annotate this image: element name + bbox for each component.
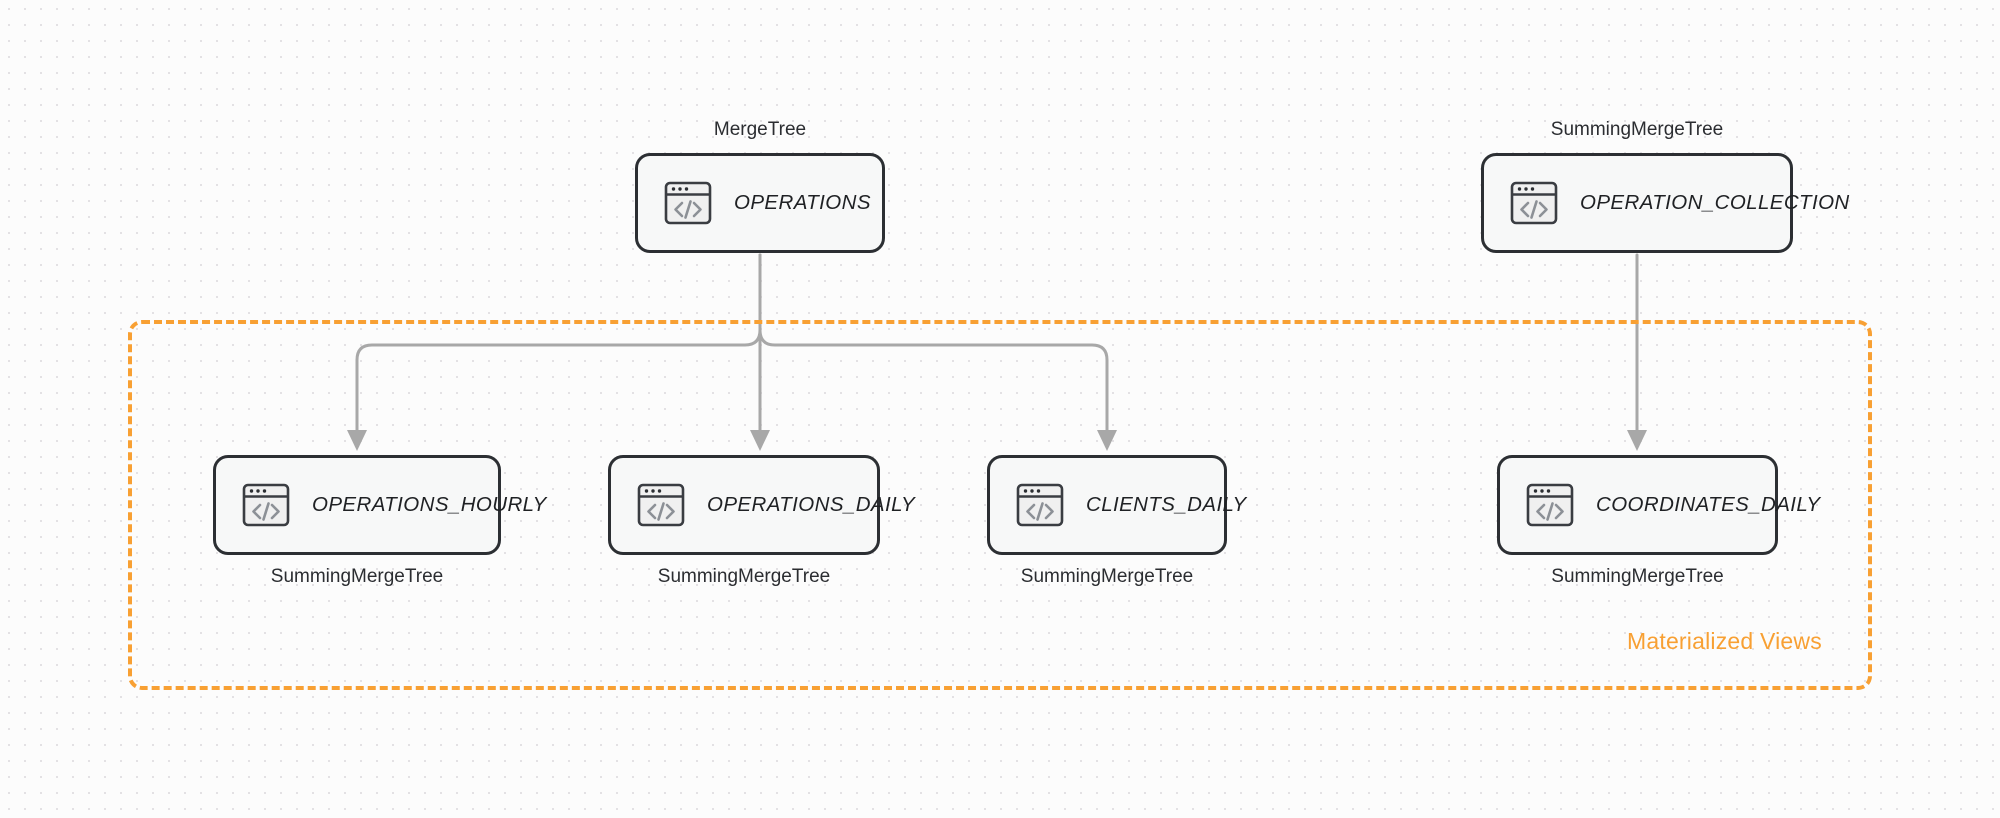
code-window-icon bbox=[1510, 181, 1558, 225]
node-engine-label-operations: MergeTree bbox=[713, 119, 807, 140]
node-engine-label-coordinates_daily: SummingMergeTree bbox=[1551, 566, 1724, 587]
node-box-operations_hourly[interactable]: OPERATIONS_HOURLY bbox=[213, 455, 546, 555]
node-title-clients_daily: CLIENTS_DAILY bbox=[1086, 493, 1247, 516]
code-window-icon bbox=[1016, 483, 1064, 527]
node-title-operations: OPERATIONS bbox=[734, 191, 871, 214]
code-window-icon bbox=[242, 483, 290, 527]
code-window-icon bbox=[664, 181, 712, 225]
node-engine-label-operations_daily: SummingMergeTree bbox=[657, 566, 831, 587]
node-operations_hourly[interactable]: OPERATIONS_HOURLY SummingMergeTree bbox=[213, 455, 546, 587]
node-title-coordinates_daily: COORDINATES_DAILY bbox=[1596, 493, 1821, 516]
node-title-operation_collection: OPERATION_COLLECTION bbox=[1580, 191, 1850, 214]
node-box-coordinates_daily[interactable]: COORDINATES_DAILY bbox=[1497, 455, 1820, 555]
node-engine-label-operation_collection: SummingMergeTree bbox=[1550, 119, 1724, 140]
node-box-operations[interactable]: OPERATIONS bbox=[635, 153, 885, 253]
node-engine-label-operations_hourly: SummingMergeTree bbox=[270, 566, 444, 587]
node-coordinates_daily[interactable]: COORDINATES_DAILY SummingMergeTree bbox=[1497, 455, 1820, 587]
code-window-icon bbox=[1526, 483, 1574, 527]
node-title-operations_daily: OPERATIONS_DAILY bbox=[707, 493, 916, 516]
node-box-operation_collection[interactable]: OPERATION_COLLECTION bbox=[1481, 153, 1849, 253]
node-operations[interactable]: OPERATIONS MergeTree bbox=[635, 119, 885, 253]
node-clients_daily[interactable]: CLIENTS_DAILY SummingMergeTree bbox=[987, 455, 1246, 587]
node-operations_daily[interactable]: OPERATIONS_DAILY SummingMergeTree bbox=[608, 455, 915, 587]
node-box-clients_daily[interactable]: CLIENTS_DAILY bbox=[987, 455, 1246, 555]
node-operation_collection[interactable]: OPERATION_COLLECTION SummingMergeTree bbox=[1481, 119, 1849, 253]
node-title-operations_hourly: OPERATIONS_HOURLY bbox=[312, 493, 547, 516]
node-engine-label-clients_daily: SummingMergeTree bbox=[1020, 566, 1194, 587]
materialized-views-label: Materialized Views bbox=[1627, 628, 1822, 654]
code-window-icon bbox=[637, 483, 685, 527]
node-box-operations_daily[interactable]: OPERATIONS_DAILY bbox=[608, 455, 915, 555]
